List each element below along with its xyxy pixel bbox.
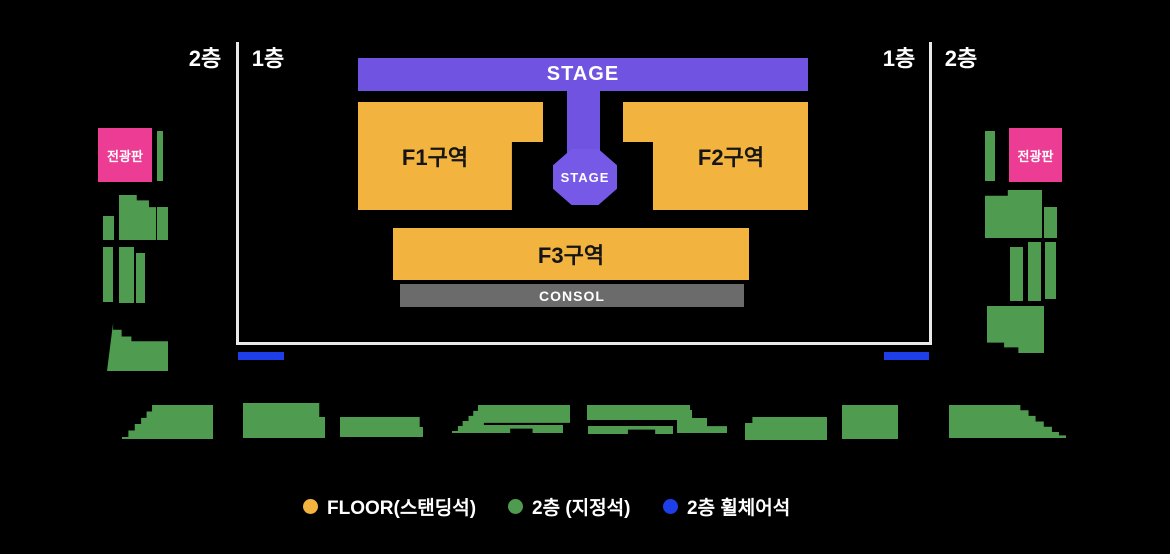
screen-right: 전광판 bbox=[1009, 128, 1062, 182]
section-f1[interactable]: F1구역 bbox=[358, 102, 543, 210]
stage-center-platform: STAGE bbox=[553, 149, 617, 205]
section-f2-label: F2구역 bbox=[697, 145, 765, 170]
legend-dot-wheelchair bbox=[663, 498, 678, 514]
floor-divider-left bbox=[236, 42, 239, 345]
floor-boundary-bottom bbox=[236, 342, 932, 345]
section-f3[interactable]: F3구역 bbox=[393, 228, 749, 280]
legend-dot-reserved bbox=[508, 498, 523, 514]
seat-block-bottom-1[interactable] bbox=[122, 405, 213, 439]
legend-label-wheelchair: 2층 휠체어석 bbox=[687, 497, 791, 519]
legend-second-floor-wheelchair: 2층 휠체어석 bbox=[663, 494, 791, 519]
label-1f-left: 1층 bbox=[251, 46, 285, 71]
screen-left-label: 전광판 bbox=[107, 148, 143, 164]
legend-label-reserved: 2층 (지정석) bbox=[532, 497, 631, 519]
seat-block-right-mid-col2[interactable] bbox=[1028, 242, 1041, 301]
floor-divider-right bbox=[929, 42, 932, 345]
legend-second-floor-reserved: 2층 (지정석) bbox=[508, 494, 631, 519]
section-f2[interactable]: F2구역 bbox=[623, 102, 808, 210]
seat-block-left-upper-main[interactable] bbox=[119, 195, 156, 240]
seat-block-left-upper-right[interactable] bbox=[157, 207, 168, 240]
seat-block-right-upper-main[interactable] bbox=[985, 190, 1042, 238]
seat-block-left-lower[interactable] bbox=[107, 323, 168, 371]
seat-block-right-mid-col1[interactable] bbox=[1010, 247, 1023, 301]
console-booth: CONSOL bbox=[400, 284, 744, 307]
screen-left: 전광판 bbox=[98, 128, 152, 182]
seat-block-left-sliver[interactable] bbox=[157, 131, 163, 181]
label-2f-right: 2층 bbox=[944, 46, 978, 71]
seat-block-bottom-6[interactable] bbox=[745, 417, 827, 440]
seat-block-left-mid-col2[interactable] bbox=[119, 247, 134, 303]
seat-block-right-sliver[interactable] bbox=[985, 131, 995, 181]
seat-block-right-lower[interactable] bbox=[987, 306, 1044, 353]
seat-block-bottom-5-tail[interactable] bbox=[677, 410, 727, 433]
section-f3-label: F3구역 bbox=[537, 243, 605, 268]
label-2f-left: 2층 bbox=[188, 46, 222, 71]
seat-block-right-upper-col[interactable] bbox=[1044, 207, 1057, 238]
stage-bar: STAGE bbox=[358, 58, 808, 91]
screen-right-label: 전광판 bbox=[1017, 148, 1054, 164]
seat-block-bottom-8[interactable] bbox=[949, 405, 1066, 438]
seat-block-left-upper-col[interactable] bbox=[103, 216, 114, 240]
label-1f-right: 1층 bbox=[882, 46, 916, 71]
seat-block-right-mid-col3[interactable] bbox=[1045, 242, 1056, 299]
seat-block-left-mid-col1[interactable] bbox=[103, 247, 113, 302]
seat-block-bottom-3[interactable] bbox=[340, 417, 423, 437]
wheelchair-seats-right[interactable] bbox=[884, 352, 929, 360]
legend-label-floor: FLOOR(스탠딩석) bbox=[327, 497, 477, 519]
legend-dot-floor bbox=[303, 498, 318, 514]
seat-block-left-mid-col3[interactable] bbox=[136, 253, 145, 303]
legend-floor-standing: FLOOR(스탠딩석) bbox=[303, 494, 477, 519]
seat-block-bottom-5-rail[interactable] bbox=[588, 426, 673, 434]
wheelchair-seats-left[interactable] bbox=[238, 352, 284, 360]
seat-block-bottom-4-rail[interactable] bbox=[483, 425, 563, 433]
console-label: CONSOL bbox=[539, 287, 605, 304]
stage-runway bbox=[567, 88, 600, 158]
stage-center-label: STAGE bbox=[560, 169, 610, 185]
stage-bar-label: STAGE bbox=[546, 63, 620, 85]
seat-block-bottom-7[interactable] bbox=[842, 405, 898, 439]
section-f1-label: F1구역 bbox=[401, 145, 469, 170]
seat-block-bottom-5[interactable] bbox=[587, 405, 690, 420]
seat-block-bottom-2[interactable] bbox=[243, 403, 325, 438]
